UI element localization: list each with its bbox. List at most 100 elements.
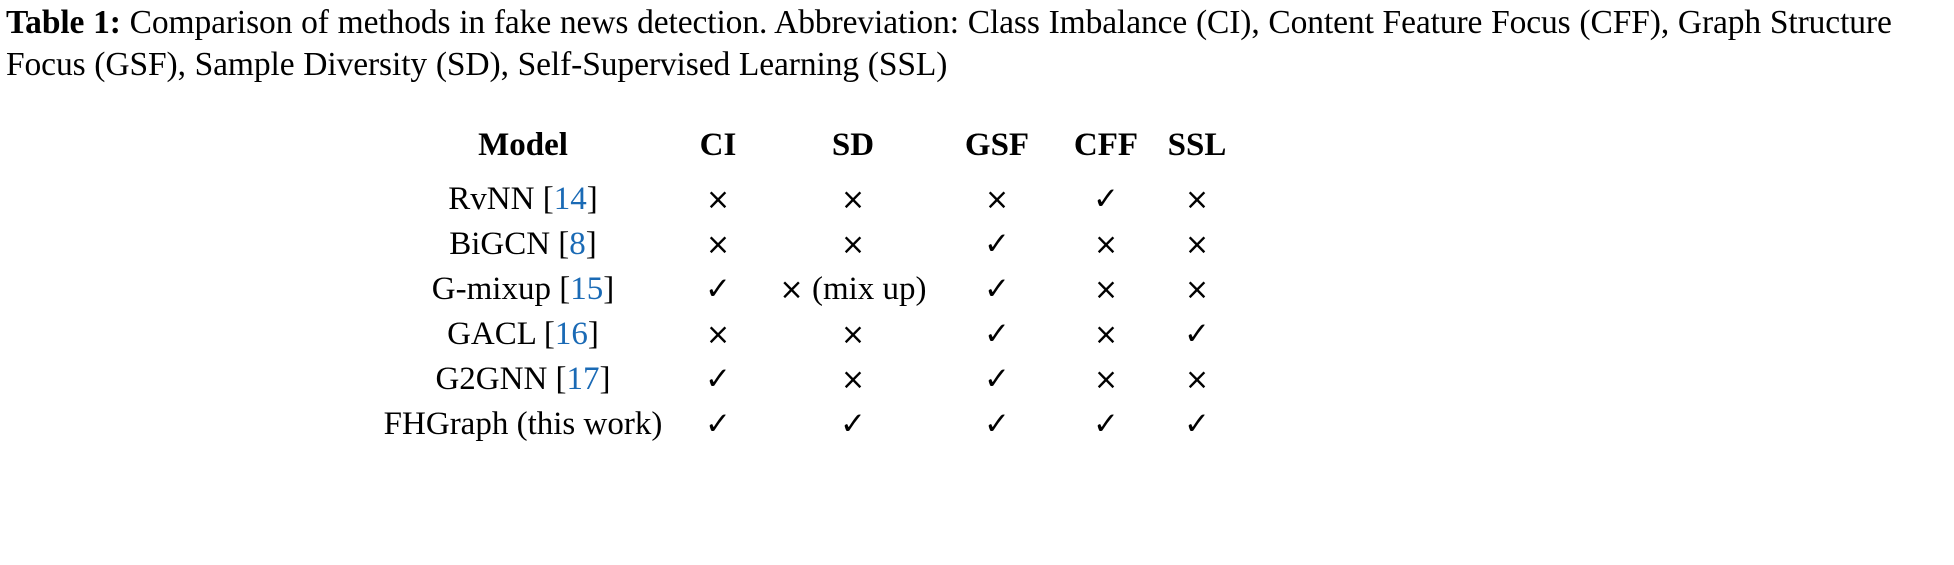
citation-reference[interactable]: [17] xyxy=(547,361,611,397)
model-name: G-mixup xyxy=(431,271,551,307)
cell-model: FHGraph (this work) xyxy=(378,402,668,447)
citation-reference[interactable]: [16] xyxy=(536,316,599,352)
cell-ci: ✓ xyxy=(668,357,768,402)
cross-icon: × xyxy=(1184,182,1210,216)
cell-content: × xyxy=(1094,226,1118,263)
check-icon: ✓ xyxy=(984,361,1010,397)
check-icon: ✓ xyxy=(1093,406,1119,442)
cell-gsf: ✓ xyxy=(938,357,1056,402)
column-header-ssl: SSL xyxy=(1167,126,1227,163)
cell-content: ✓ xyxy=(984,361,1010,398)
cell-content: ✓ xyxy=(984,226,1010,263)
cross-icon: × xyxy=(1093,317,1119,351)
cell-ssl: × xyxy=(1156,357,1238,402)
cell-content: × xyxy=(1094,271,1118,308)
cell-ssl: × xyxy=(1156,222,1238,267)
cell-model: G-mixup [15] xyxy=(378,267,668,312)
rule-cell xyxy=(1056,447,1156,451)
cell-sd: × xyxy=(768,222,938,267)
cross-icon: × xyxy=(1184,272,1210,306)
citation-number[interactable]: 15 xyxy=(570,271,604,307)
cell-content: ✓ xyxy=(705,406,731,443)
cell-ssl: ✓ xyxy=(1156,312,1238,357)
table-body: RvNN [14]×××✓×BiGCN [8]××✓××G-mixup [15]… xyxy=(378,170,1238,451)
table-row: RvNN [14]×××✓× xyxy=(378,170,1238,222)
cross-icon: × xyxy=(779,272,804,306)
column-header-ci: CI xyxy=(699,126,737,163)
citation-number[interactable]: 14 xyxy=(553,181,587,217)
cell-gsf: ✓ xyxy=(938,267,1056,312)
cell-content: × xyxy=(841,181,865,218)
cell-cff: × xyxy=(1056,357,1156,402)
check-icon: ✓ xyxy=(984,406,1010,442)
check-icon: ✓ xyxy=(1184,406,1210,442)
cross-icon: × xyxy=(840,227,866,261)
rule-cell xyxy=(1156,447,1238,451)
cell-ci: ✓ xyxy=(668,267,768,312)
model-name: FHGraph xyxy=(383,406,509,442)
cross-icon: × xyxy=(1184,362,1210,396)
check-icon: ✓ xyxy=(1093,181,1119,217)
cross-icon: × xyxy=(840,362,866,396)
cell-content: × xyxy=(1185,181,1209,218)
table-bottom-rule xyxy=(378,447,1238,451)
cell-gsf: × xyxy=(938,170,1056,222)
cell-content: × xyxy=(1185,271,1209,308)
rule-cell xyxy=(768,447,938,451)
cell-sd: × (mix up) xyxy=(768,267,938,312)
cell-sd: × xyxy=(768,170,938,222)
cross-icon: × xyxy=(1184,227,1210,261)
cell-content: ✓ xyxy=(1093,406,1119,443)
cell-model: GACL [16] xyxy=(378,312,668,357)
cell-content: × xyxy=(1185,361,1209,398)
cell-cff: ✓ xyxy=(1056,402,1156,447)
check-icon: ✓ xyxy=(705,406,731,442)
citation-bracket-close: ] xyxy=(603,271,615,307)
cell-cff: × xyxy=(1056,222,1156,267)
citation-number[interactable]: 17 xyxy=(566,361,600,397)
cross-icon: × xyxy=(840,182,866,216)
model-name: G2GNN xyxy=(435,361,548,397)
citation-reference[interactable]: [15] xyxy=(551,271,614,307)
cell-cff: ✓ xyxy=(1056,170,1156,222)
rule-cell xyxy=(938,447,1056,451)
cell-content: × xyxy=(706,316,730,353)
table-header-row: Model CI SD GSF CFF SSL xyxy=(378,120,1238,170)
cell-ci: × xyxy=(668,170,768,222)
table-row: FHGraph (this work)✓✓✓✓✓ xyxy=(378,402,1238,447)
citation-number[interactable]: 16 xyxy=(554,316,588,352)
citation-number[interactable]: 8 xyxy=(569,226,586,262)
rule-cell xyxy=(378,447,668,451)
citation-bracket-close: ] xyxy=(587,316,599,352)
cell-content: ✓ xyxy=(984,271,1010,308)
table-row: G-mixup [15]✓× (mix up)✓×× xyxy=(378,267,1238,312)
comparison-table-wrapper: Model CI SD GSF CFF SSL RvNN [14]×××✓×Bi… xyxy=(378,120,1238,451)
table-head: Model CI SD GSF CFF SSL xyxy=(378,120,1238,170)
cell-ci: × xyxy=(668,312,768,357)
cell-content: ✓ xyxy=(984,316,1010,353)
check-icon: ✓ xyxy=(984,271,1010,307)
cross-icon: × xyxy=(840,317,866,351)
cell-content: × xyxy=(1094,361,1118,398)
citation-reference[interactable]: [14] xyxy=(534,181,598,217)
cell-content: ✓ xyxy=(1093,181,1119,218)
cross-icon: × xyxy=(1093,362,1119,396)
citation-reference[interactable]: [8] xyxy=(550,226,597,262)
table-row: BiGCN [8]××✓×× xyxy=(378,222,1238,267)
model-name: RvNN xyxy=(448,181,535,217)
cell-content: × (mix up) xyxy=(779,271,926,308)
citation-bracket-open: [ xyxy=(534,181,554,217)
citation-bracket-close: ] xyxy=(586,181,598,217)
caption-text: Comparison of methods in fake news detec… xyxy=(6,4,1892,83)
cell-content: ✓ xyxy=(1184,316,1210,353)
comparison-table: Model CI SD GSF CFF SSL RvNN [14]×××✓×Bi… xyxy=(378,120,1238,451)
cell-ci: ✓ xyxy=(668,402,768,447)
table-row: GACL [16] × × ✓ × ✓ xyxy=(378,312,1238,357)
cell-content: ✓ xyxy=(705,361,731,398)
cell-content: × xyxy=(1185,226,1209,263)
rule-cell xyxy=(668,447,768,451)
model-name: GACL xyxy=(447,316,536,352)
cell-model: RvNN [14] xyxy=(378,170,668,222)
model-suffix: (this work) xyxy=(508,406,663,442)
cell-model: G2GNN [17] xyxy=(378,357,668,402)
